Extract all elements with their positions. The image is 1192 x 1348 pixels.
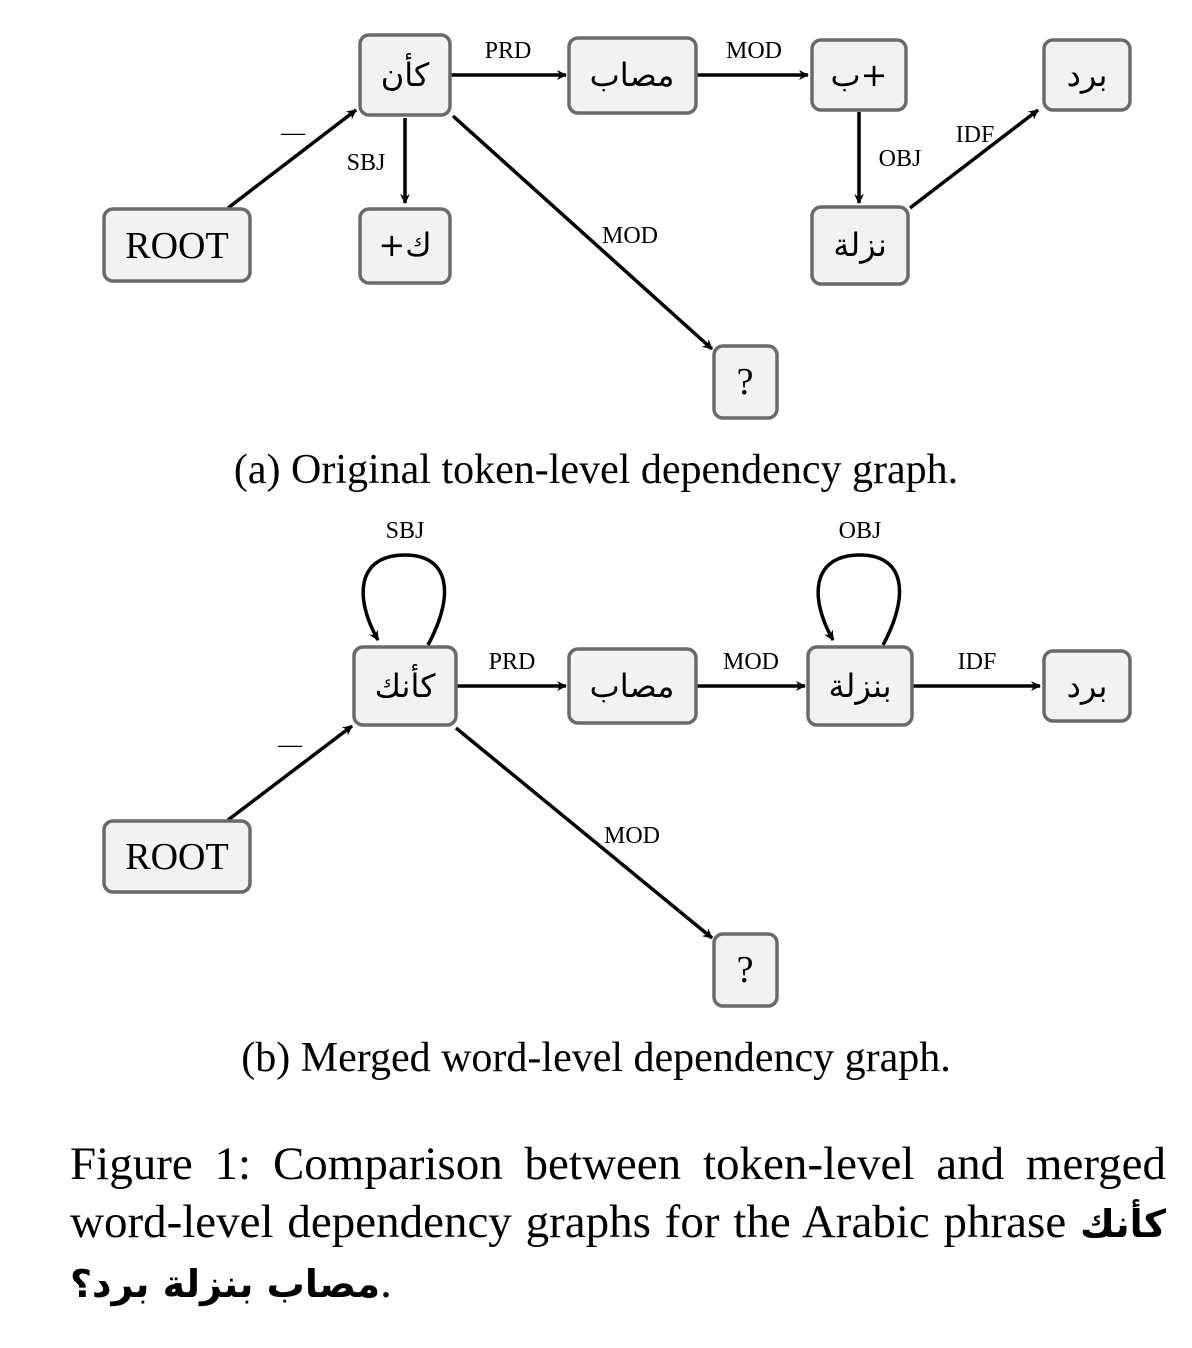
node-label: نزلة [833,226,886,264]
graph-a: — SBJ PRD MOD MOD OBJ IDF ROOT كأن +ك مص… [102,33,1132,420]
edge-label-prd: PRD [489,649,536,675]
caption-graph-b: (b) Merged word-level dependency graph. [241,1035,951,1081]
node-label: بنزلة [828,667,891,705]
edge-label-mod: MOD [726,38,782,64]
node-musab-b: مصاب [567,647,698,725]
edge-label-obj: OBJ [879,146,922,172]
self-loop-obj [816,553,902,646]
edge-root-kan [226,108,358,210]
node-label: +ك [378,226,431,264]
edge-label-prd: PRD [485,38,532,64]
node-root-a: ROOT [102,207,252,283]
node-bard-b: برد [1042,649,1132,723]
caption-graph-a: (a) Original token-level dependency grap… [233,447,959,493]
edge-label-mod-qmark: MOD [604,823,660,849]
node-kan: كأن [358,33,452,117]
node-label: مصاب [590,667,675,705]
figure-caption: Figure 1: Comparison between token-level… [70,1135,1166,1313]
edge-label-obj: OBJ [839,518,882,544]
node-kaannaka: كأنك [352,645,458,727]
node-binazla: بنزلة [806,645,914,727]
arabic-phrase: كأنك مصاب بنزلة برد؟ [70,1202,1166,1306]
node-label: ? [737,361,754,403]
node-root-b: ROOT [102,819,252,894]
node-label: ب+ [831,56,888,94]
edge-root-kaannaka [226,724,354,822]
edge-label-idf: IDF [956,122,995,148]
node-musab-a: مصاب [567,36,698,115]
edge-label-sbj: SBJ [386,518,425,544]
caption-period: . [380,1256,392,1308]
node-label: ? [737,949,754,991]
graph-b: SBJ OBJ — PRD MOD IDF MOD ROOT كأنك مصاب… [102,518,1132,1008]
edge-nazla-bard [908,108,1040,210]
node-bi: ب+ [810,38,908,112]
node-qmark-a: ? [712,344,779,420]
edge-kan-qmark [451,114,714,351]
edge-label-mod-qmark: MOD [602,223,658,249]
node-label: ROOT [125,225,228,267]
edge-label-root: — [277,732,303,758]
node-label: ROOT [125,836,228,878]
edge-label-mod: MOD [723,649,779,675]
figure-caption-text: Figure 1: Comparison between token-level… [70,1138,1166,1248]
edge-kaannaka-qmark [454,726,714,940]
node-bard-a: برد [1042,38,1132,112]
node-qmark-b: ? [712,932,779,1008]
self-loop-sbj [361,553,447,646]
edge-label-sbj: SBJ [347,150,386,176]
node-label: برد [1067,667,1108,705]
node-nazla: نزلة [810,205,910,286]
edge-label-root: — [280,120,306,146]
node-ka-clitic: +ك [358,207,452,285]
node-label: كأنك [375,664,437,705]
node-label: مصاب [590,56,675,94]
node-label: كأن [381,53,430,94]
node-label: برد [1067,56,1108,94]
edge-label-idf: IDF [958,649,997,675]
